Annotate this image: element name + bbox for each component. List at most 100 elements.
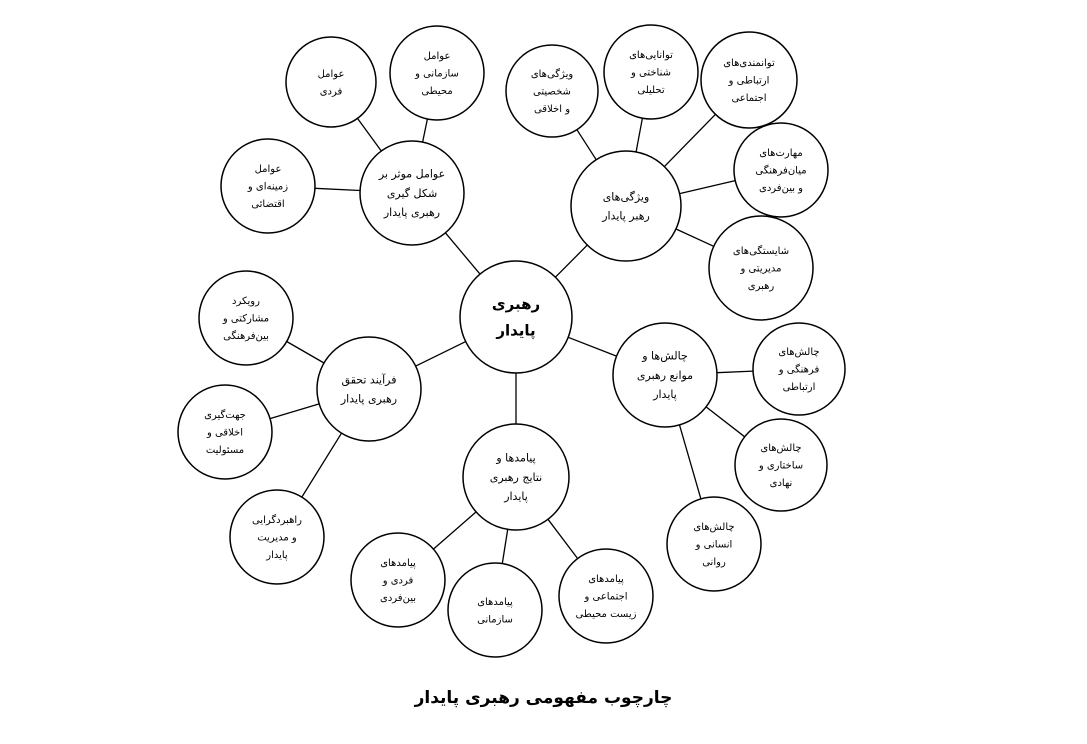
- node-outcomes-child-3: پیامدهای اجتماعی و زیست محیطی: [558, 548, 654, 644]
- node-factors-circle: [359, 140, 465, 246]
- node-traits: ویژگی‌های رهبر پایدار: [570, 150, 682, 262]
- node-challenges-child-3-circle: [666, 496, 762, 592]
- node-challenges-child-2-label: چالش‌های: [760, 443, 801, 454]
- node-process-child-2-circle: [177, 384, 273, 480]
- node-outcomes-child-3-label: زیست محیطی: [576, 609, 637, 620]
- edge-outcomes-2: [501, 529, 509, 564]
- node-challenges-child-2-label: ساختاری و: [758, 461, 803, 472]
- node-process-child-3-label: و مدیریت: [257, 533, 297, 544]
- node-outcomes-label: پایدار: [503, 490, 528, 503]
- node-factors-child-1: عوامل فردی: [285, 36, 377, 128]
- edge-traits-2: [635, 118, 644, 153]
- edge-traits-4: [679, 179, 736, 195]
- node-traits-child-4-label: مهارت‌های: [759, 148, 802, 159]
- node-challenges-child-2-circle: [734, 418, 828, 512]
- node-outcomes-label: پیامدها و: [495, 452, 535, 465]
- node-outcomes-child-3-label: اجتماعی و: [583, 592, 627, 603]
- node-factors-child-3-label: اقتضائی: [251, 199, 284, 210]
- node-process-child-1-label: رویکرد: [232, 296, 260, 307]
- node-outcomes-child-1-label: بین‌فردی: [380, 593, 416, 604]
- node-traits-label: ویژگی‌های: [603, 190, 650, 203]
- node-process-child-1-label: بین‌فرهنگی: [223, 330, 269, 342]
- node-factors-child-2-circle: [389, 25, 485, 121]
- node-challenges-child-1-label: فرهنگی و: [778, 364, 820, 376]
- node-traits-child-4-label: و بین‌فردی: [759, 183, 803, 194]
- node-factors-child-1-label: فردی: [320, 86, 343, 97]
- node-challenges-label: موانع رهبری: [637, 369, 693, 382]
- central-node-label: رهبری: [492, 295, 540, 313]
- node-traits-child-2-label: توانایی‌های: [629, 50, 673, 61]
- node-traits-circle: [570, 150, 682, 262]
- node-process-child-3-label: پایدار: [265, 550, 288, 561]
- node-challenges-child-1-circle: [752, 322, 846, 416]
- node-factors-child-2: عوامل سازمانی و محیطی: [389, 25, 485, 121]
- node-traits-label: رهبر پایدار: [601, 209, 650, 222]
- node-traits-child-5-circle: [708, 215, 814, 321]
- node-factors-label: عوامل موثر بر: [378, 168, 445, 181]
- node-factors-child-3-circle: [220, 138, 316, 234]
- node-process-child-3: راهبردگرایی و مدیریت پایدار: [229, 489, 325, 585]
- node-factors-child-2-label: عوامل: [424, 51, 451, 62]
- node-traits-child-4: مهارت‌های میان‌فرهنگی و بین‌فردی: [733, 122, 829, 218]
- edge-challenges-2: [705, 406, 746, 438]
- node-factors-child-2-label: سازمانی و: [414, 69, 459, 80]
- node-challenges-child-1-label: چالش‌های: [778, 347, 819, 358]
- node-traits-child-3-circle: [700, 31, 798, 129]
- node-outcomes-child-2-label: پیامدهای: [477, 597, 513, 608]
- edge-process-2: [269, 403, 320, 420]
- edge-center-factors: [444, 232, 481, 275]
- central-node-circle: [459, 260, 573, 374]
- node-challenges-child-3-label: انسانی و: [695, 540, 733, 551]
- edge-factors-3: [314, 187, 361, 192]
- node-factors-label: رهبری پایدار: [383, 206, 440, 219]
- node-process-label: رهبری پایدار: [340, 392, 397, 405]
- edge-challenges-1: [716, 370, 754, 374]
- node-process-child-1: رویکرد مشارکتی و بین‌فرهنگی: [198, 270, 294, 366]
- node-outcomes-child-2-label: سازمانی: [477, 614, 513, 625]
- node-factors: عوامل موثر بر شکل گیری رهبری پایدار: [359, 140, 465, 246]
- node-factors-child-1-circle: [285, 36, 377, 128]
- node-traits-child-5-label: شایستگی‌های: [733, 245, 789, 257]
- node-factors-child-3-label: زمینه‌ای و: [247, 182, 288, 193]
- node-process-child-1-circle: [198, 270, 294, 366]
- node-traits-child-1-circle: [505, 44, 599, 138]
- node-process: فرآیند تحقق رهبری پایدار: [316, 336, 422, 442]
- node-process-child-3-label: راهبردگرایی: [252, 514, 302, 526]
- node-traits-child-1-label: شخصیتی: [533, 87, 571, 98]
- node-challenges-label: چالش‌ها و: [641, 350, 688, 363]
- node-outcomes-child-3-label: پیامدهای: [588, 574, 624, 585]
- node-traits-child-2-circle: [603, 24, 699, 120]
- node-traits-child-3-label: ارتباطی و: [728, 76, 770, 87]
- edge-center-challenges: [567, 336, 617, 357]
- node-traits-child-4-label: میان‌فرهنگی: [755, 165, 806, 177]
- node-challenges-child-3-label: چالش‌های: [693, 522, 734, 533]
- node-challenges-circle: [612, 322, 718, 428]
- edge-outcomes-1: [432, 511, 477, 550]
- edges: [269, 113, 754, 564]
- node-factors-child-2-label: محیطی: [421, 86, 452, 97]
- node-factors-label: شکل گیری: [387, 187, 437, 200]
- edge-process-3: [301, 432, 343, 498]
- edge-process-1: [286, 340, 325, 364]
- node-outcomes-child-3-circle: [558, 548, 654, 644]
- node-process-child-3-circle: [229, 489, 325, 585]
- node-factors-child-1-label: عوامل: [318, 69, 345, 80]
- diagram-caption: چارچوب مفهومی رهبری پایدار: [414, 688, 673, 708]
- edge-center-process: [415, 341, 466, 367]
- node-challenges-child-1: چالش‌های فرهنگی و ارتباطی: [752, 322, 846, 416]
- node-outcomes-child-2: پیامدهای سازمانی: [447, 562, 543, 658]
- node-challenges-child-1-label: ارتباطی: [783, 382, 816, 393]
- node-process-label: فرآیند تحقق: [342, 372, 397, 387]
- node-outcomes-label: نتایج رهبری: [490, 471, 543, 484]
- node-traits-child-5-label: مدیریتی و: [739, 264, 781, 275]
- node-process-child-1-label: مشارکتی و: [222, 314, 269, 325]
